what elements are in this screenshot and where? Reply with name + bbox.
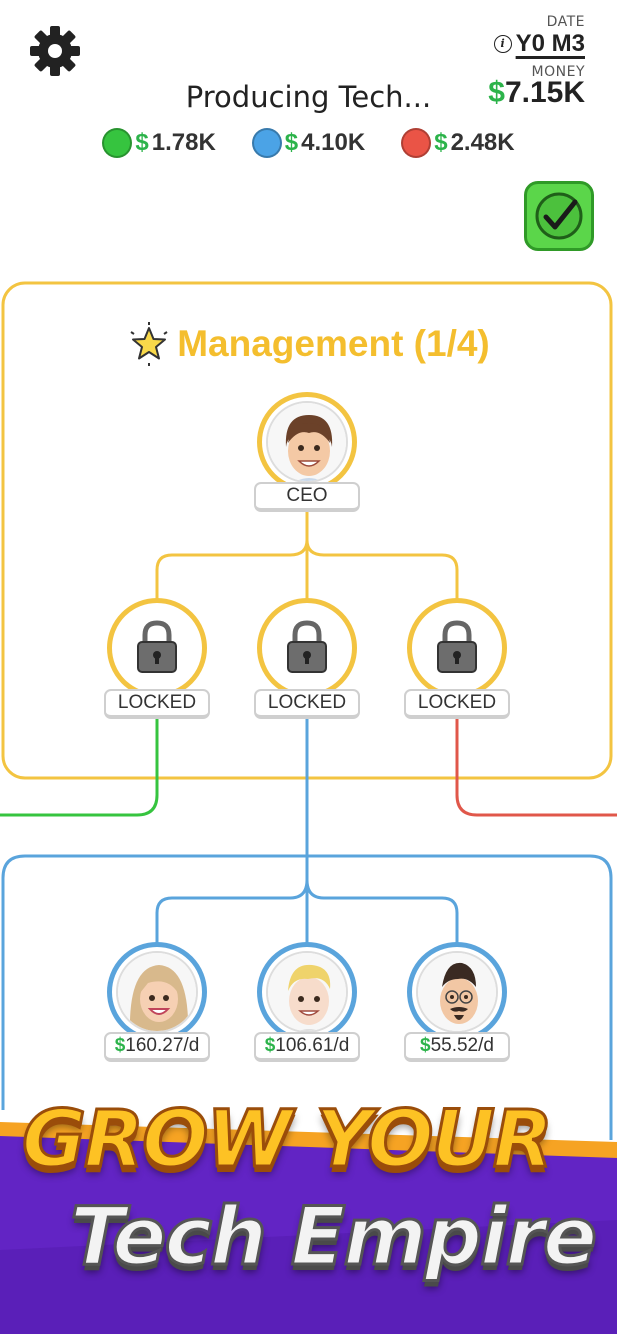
management-title-text: Management (1/4) (177, 323, 490, 364)
locked-label: LOCKED (404, 689, 510, 719)
dollar-icon: $ (114, 1035, 126, 1056)
green-dot-icon (102, 128, 133, 158)
employee-node-1[interactable] (107, 942, 207, 1042)
ceo-node[interactable] (257, 392, 357, 492)
padlock-icon (137, 620, 177, 673)
money-value: $7.15K (488, 76, 585, 110)
resource-value: 2.48K (450, 129, 515, 156)
ceo-branch-lines (155, 512, 459, 600)
dollar-icon: $ (488, 76, 505, 109)
locked-label: LOCKED (254, 689, 360, 719)
padlock-icon (287, 620, 327, 673)
green-branch-line (0, 718, 159, 817)
employee-avatar (118, 953, 196, 1031)
dollar-icon: $ (264, 1035, 276, 1056)
red-dot-icon (401, 128, 432, 158)
blue-dot-icon (251, 128, 282, 158)
income-rate-label: $55.52/d (404, 1032, 510, 1062)
resource-blue: $4.10K (251, 128, 366, 158)
promo-headline-line1: GROW YOUR (21, 1094, 555, 1187)
resource-red: $2.48K (401, 128, 515, 158)
ceo-avatar (268, 403, 346, 481)
resource-value: 1.78K (151, 129, 216, 156)
resource-green: $1.78K (102, 128, 216, 158)
employee-node-2[interactable] (257, 942, 357, 1042)
dollar-icon: $ (135, 129, 149, 156)
employee-node-3[interactable] (407, 942, 507, 1042)
dollar-icon: $ (434, 129, 448, 156)
padlock-icon (437, 620, 477, 673)
info-icon[interactable]: i (493, 35, 512, 53)
blue-branch-lines (155, 718, 459, 945)
income-rate-label: $160.27/d (104, 1032, 210, 1062)
date-label: DATE (546, 14, 585, 30)
locked-slot-2[interactable] (257, 598, 357, 698)
management-title: Management (1/4) (0, 322, 617, 366)
money-label: MONEY (531, 64, 585, 80)
gear-icon (30, 26, 80, 76)
star-icon (130, 322, 168, 366)
date-value: Y0 M3 (515, 30, 585, 57)
dollar-icon: $ (284, 129, 299, 156)
promo-headline-line2: Tech Empire (68, 1189, 598, 1285)
resource-counters: $1.78K $4.10K $2.48K (0, 128, 617, 158)
check-icon (535, 192, 583, 240)
resource-value: 4.10K (301, 129, 366, 156)
dollar-icon: $ (420, 1035, 431, 1056)
employee-avatar (268, 953, 346, 1031)
ceo-label: CEO (254, 482, 360, 512)
production-status: Producing Tech... (185, 80, 432, 114)
employee-avatar (418, 953, 496, 1031)
money-amount: 7.15K (504, 76, 585, 109)
locked-label: LOCKED (104, 689, 210, 719)
promo-banner (0, 1122, 617, 1334)
locked-slot-3[interactable] (407, 598, 507, 698)
confirm-button[interactable] (524, 181, 594, 251)
red-branch-line (455, 718, 617, 817)
locked-slot-1[interactable] (107, 598, 207, 698)
settings-button[interactable] (28, 24, 82, 78)
date-row: i Y0 M3 (493, 30, 585, 58)
income-rate-label: $106.61/d (254, 1032, 360, 1062)
